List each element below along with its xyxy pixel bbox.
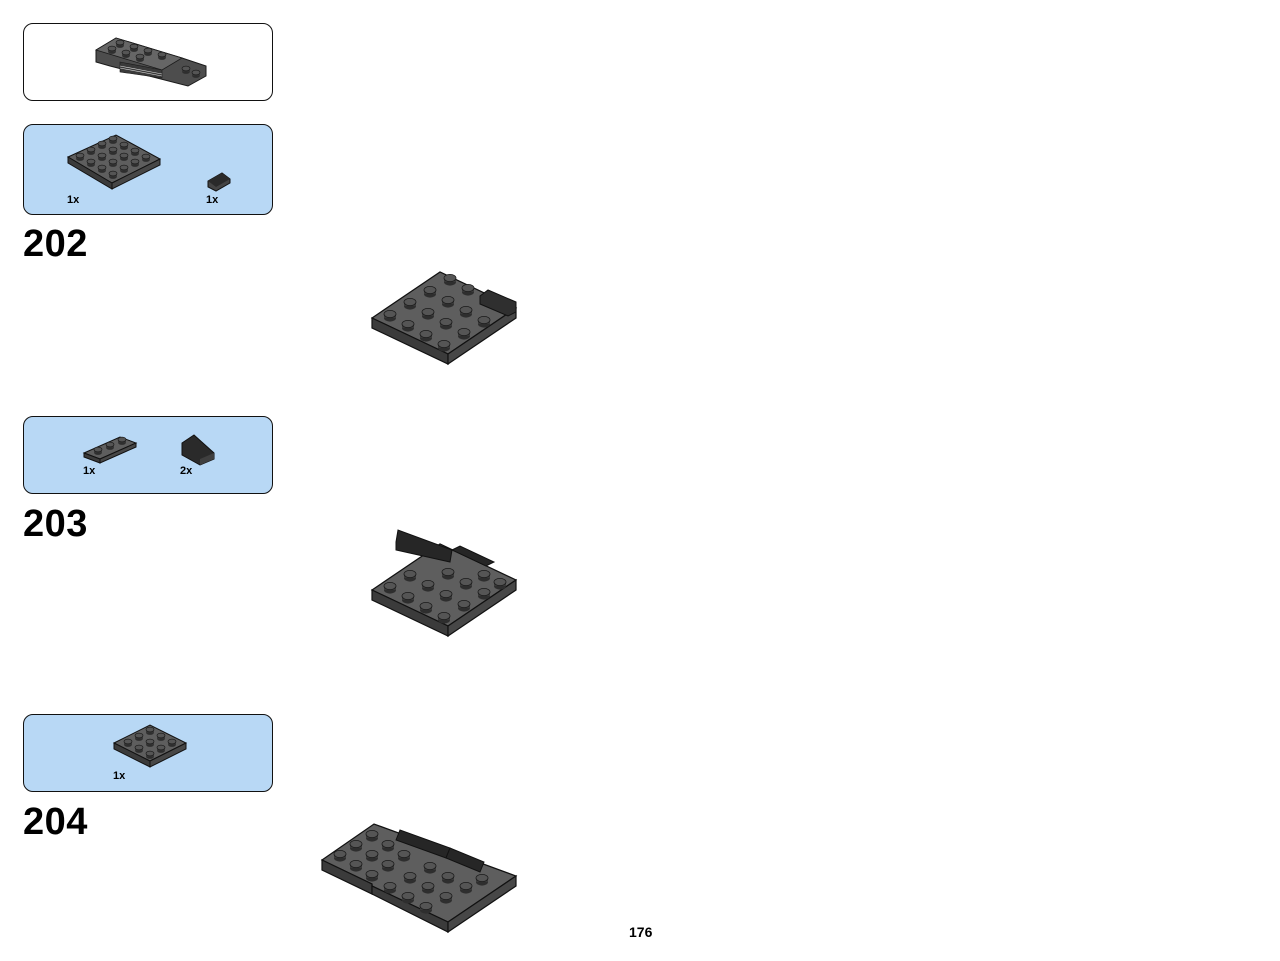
page-number: 176 (629, 924, 653, 940)
part-qty: 1x (67, 194, 80, 206)
plate-3x3-icon (112, 724, 188, 768)
part-qty: 1x (206, 194, 219, 206)
part-qty: 1x (113, 770, 126, 782)
step-203-assembly (370, 529, 518, 638)
parts-list-step-203: 1x 2x (23, 416, 273, 494)
slope-small-icon (207, 172, 231, 192)
parts-list-step-204: 1x (23, 714, 273, 792)
part-qty: 2x (180, 465, 193, 477)
step-202-assembly (370, 271, 518, 366)
slope-1x2-icon (181, 434, 215, 466)
subassembly-illustration (95, 37, 207, 87)
plate-4x4-icon (66, 134, 162, 190)
part-qty: 1x (83, 465, 96, 477)
step-number-202: 202 (23, 223, 88, 265)
step-number-204: 204 (23, 801, 88, 843)
step-number-203: 203 (23, 503, 88, 545)
subassembly-callout (23, 23, 273, 101)
parts-list-step-202: 1x 1x (23, 124, 273, 215)
step-204-assembly (320, 823, 518, 934)
plate-jumper-icon (82, 436, 138, 464)
